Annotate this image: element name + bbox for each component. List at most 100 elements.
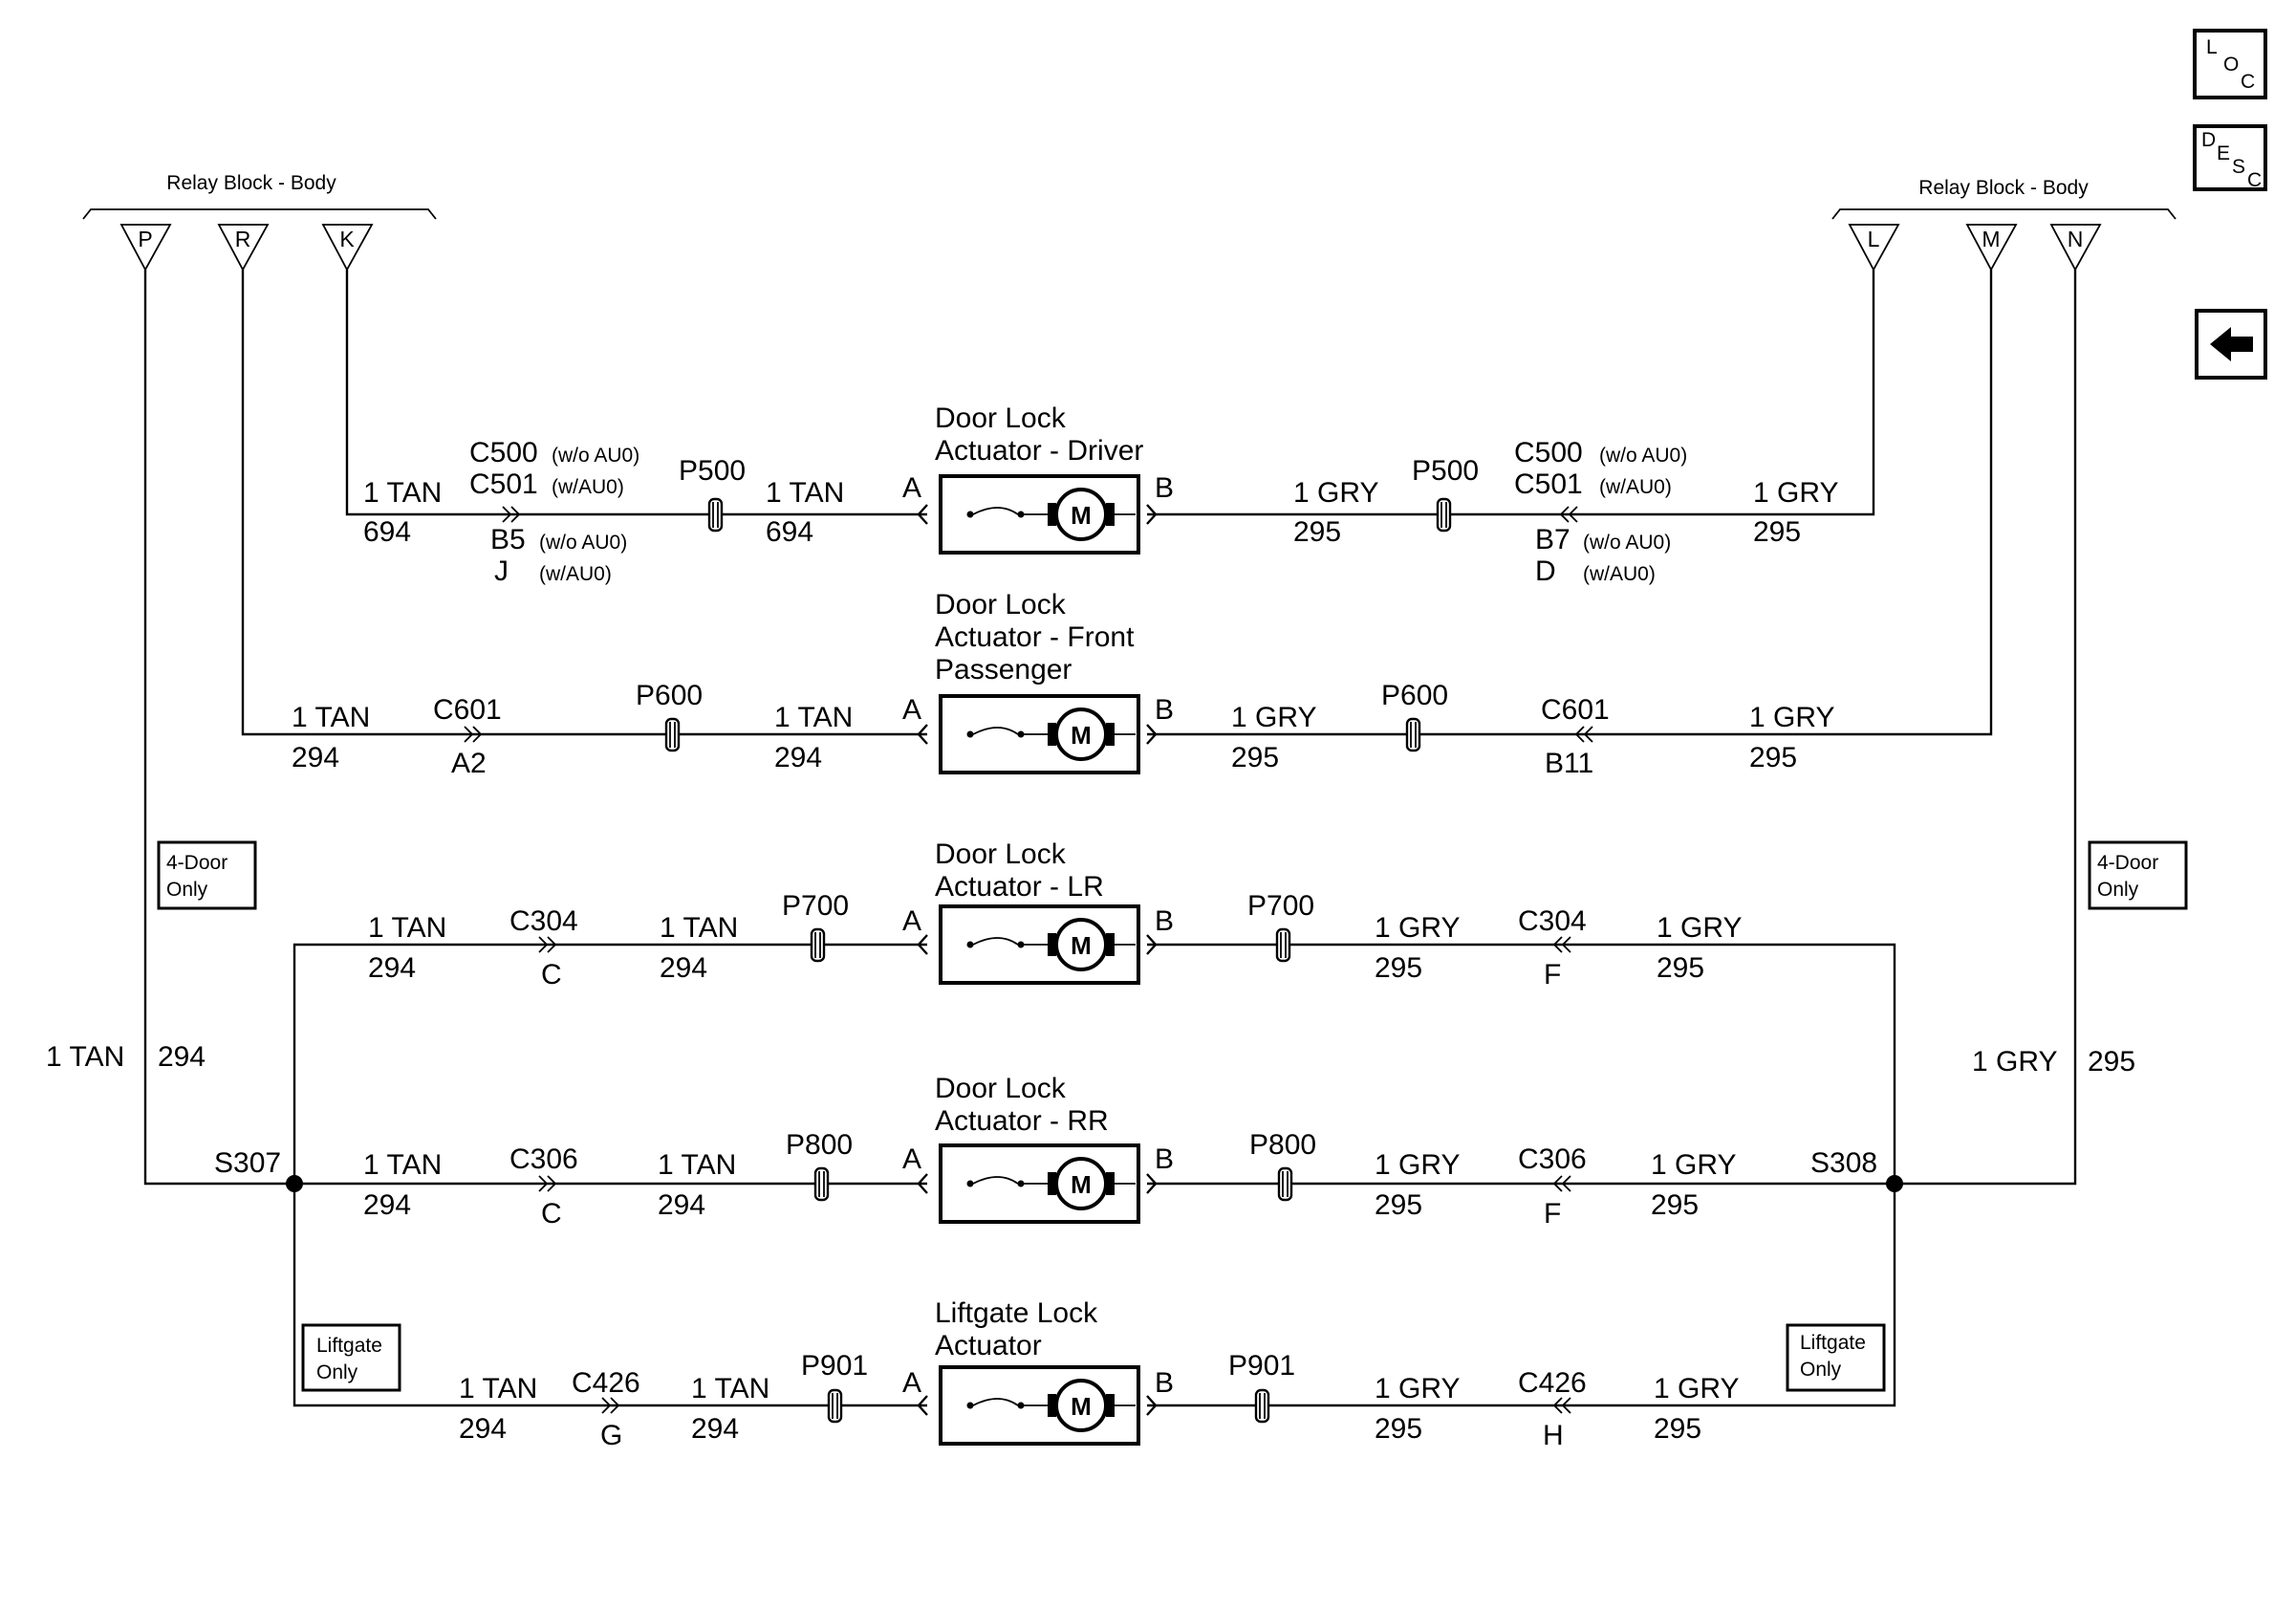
svg-text:P901: P901: [1228, 1350, 1295, 1382]
svg-text:M: M: [1071, 1170, 1092, 1199]
back-button[interactable]: [2195, 309, 2267, 380]
svg-text:M: M: [1982, 227, 2000, 251]
relay-block-right: Relay Block - Body L M N: [1831, 177, 2177, 272]
svg-text:M: M: [1071, 1392, 1092, 1421]
svg-text:1 TAN: 1 TAN: [766, 477, 844, 509]
plug-p600-left: P600: [636, 680, 703, 752]
svg-text:C601: C601: [1541, 694, 1610, 726]
plug-p500-right: P500: [1412, 455, 1479, 533]
svg-text:P700: P700: [782, 890, 849, 922]
svg-text:294: 294: [459, 1413, 507, 1445]
row-liftgate: Liftgate Lock Actuator A B M 1 TAN 294 C…: [459, 1297, 1740, 1451]
loc-button[interactable]: L O C: [2193, 29, 2267, 99]
svg-text:Relay Block - Body: Relay Block - Body: [166, 172, 336, 194]
motor-icon: M: [1054, 1379, 1108, 1432]
svg-text:Actuator - RR: Actuator - RR: [935, 1105, 1109, 1137]
svg-text:1 GRY: 1 GRY: [1375, 912, 1461, 944]
svg-text:(w/AU0): (w/AU0): [539, 563, 612, 585]
svg-text:Only: Only: [166, 879, 208, 901]
svg-text:L: L: [2206, 36, 2218, 58]
svg-text:J: J: [494, 555, 509, 587]
svg-text:295: 295: [1654, 1413, 1701, 1445]
svg-text:294: 294: [368, 952, 416, 984]
connector-c306-left: C306 C: [509, 1143, 578, 1230]
svg-text:P500: P500: [679, 455, 746, 487]
svg-text:Passenger: Passenger: [935, 654, 1072, 686]
motor-icon: M: [1054, 918, 1108, 971]
note-liftgate-left: Liftgate Only: [301, 1323, 401, 1392]
motor-icon: M: [1054, 488, 1108, 541]
splice-s307: S307: [214, 1147, 303, 1192]
svg-text:A: A: [902, 1367, 921, 1399]
svg-text:R: R: [235, 227, 251, 251]
svg-text:B: B: [1155, 905, 1174, 937]
svg-text:F: F: [1544, 1198, 1561, 1230]
connector-c426-left: C426 G: [572, 1367, 640, 1451]
relay-terminal-l: L: [1848, 224, 1900, 272]
svg-text:C601: C601: [433, 694, 502, 726]
svg-text:C500: C500: [1514, 437, 1583, 468]
relay-block-left: Relay Block - Body P R K: [82, 172, 437, 272]
plug-p500-left: P500: [679, 455, 746, 533]
relay-terminal-p: P: [119, 224, 172, 272]
svg-text:C: C: [2241, 71, 2255, 93]
svg-text:295: 295: [1375, 952, 1422, 984]
svg-text:4-Door: 4-Door: [2097, 852, 2158, 874]
actuator-liftgate: Liftgate Lock Actuator A B M: [902, 1297, 1174, 1446]
svg-text:294: 294: [660, 952, 707, 984]
plug-p600-right: P600: [1381, 680, 1448, 752]
svg-text:P800: P800: [786, 1129, 853, 1161]
svg-text:Door Lock: Door Lock: [935, 589, 1067, 620]
svg-text:Actuator: Actuator: [935, 1330, 1042, 1361]
svg-text:1 TAN: 1 TAN: [658, 1149, 736, 1181]
right-trunk-label: 1 GRY 295: [1972, 1046, 2135, 1078]
motor-icon: M: [1054, 1157, 1108, 1210]
svg-text:Liftgate: Liftgate: [316, 1335, 382, 1357]
svg-text:B: B: [1155, 472, 1174, 504]
svg-text:P: P: [138, 227, 152, 251]
svg-text:1 GRY: 1 GRY: [1654, 1373, 1740, 1404]
svg-text:M: M: [1071, 931, 1092, 960]
svg-text:C500: C500: [469, 437, 538, 468]
svg-text:(w/o AU0): (w/o AU0): [552, 445, 639, 467]
svg-text:Door Lock: Door Lock: [935, 838, 1067, 870]
connector-c601-left: C601 A2: [433, 694, 502, 779]
svg-text:Actuator - Front: Actuator - Front: [935, 621, 1135, 653]
desc-button[interactable]: D E S C: [2193, 124, 2267, 191]
svg-text:295: 295: [1375, 1189, 1422, 1221]
left-trunk-label: 1 TAN 294: [46, 1041, 206, 1073]
svg-text:295: 295: [2088, 1046, 2135, 1078]
svg-text:C: C: [541, 959, 562, 991]
connector-c601-right: C601 B11: [1541, 694, 1610, 779]
connector-c426-right: C426 H: [1518, 1367, 1587, 1451]
svg-text:C304: C304: [1518, 905, 1587, 937]
relay-terminal-n: N: [2049, 224, 2102, 272]
svg-text:295: 295: [1293, 516, 1341, 548]
svg-text:G: G: [600, 1420, 622, 1451]
note-4door-right: 4-Door Only: [2088, 840, 2188, 910]
svg-text:(w/AU0): (w/AU0): [552, 476, 624, 498]
svg-text:O: O: [2223, 54, 2239, 76]
svg-text:1 TAN: 1 TAN: [368, 912, 446, 944]
arrow-left-icon: [2210, 327, 2253, 361]
svg-text:P600: P600: [636, 680, 703, 711]
relay-terminal-r: R: [217, 224, 270, 272]
svg-text:Only: Only: [316, 1361, 358, 1383]
svg-text:A: A: [902, 472, 921, 504]
svg-text:S308: S308: [1810, 1147, 1877, 1179]
svg-text:1 GRY: 1 GRY: [1749, 702, 1835, 733]
svg-text:Actuator - Driver: Actuator - Driver: [935, 435, 1143, 467]
svg-text:(w/AU0): (w/AU0): [1599, 476, 1672, 498]
svg-text:B11: B11: [1545, 748, 1593, 779]
svg-text:B7: B7: [1535, 524, 1570, 555]
svg-text:295: 295: [1375, 1413, 1422, 1445]
svg-text:(w/AU0): (w/AU0): [1583, 563, 1656, 585]
svg-text:C306: C306: [1518, 1143, 1587, 1175]
svg-text:295: 295: [1231, 742, 1279, 773]
svg-text:P700: P700: [1247, 890, 1314, 922]
svg-text:H: H: [1543, 1420, 1564, 1451]
actuator-left-rear: Door Lock Actuator - LR A B M: [902, 838, 1174, 985]
svg-text:1 TAN: 1 TAN: [292, 702, 370, 733]
note-4door-left: 4-Door Only: [157, 840, 257, 910]
svg-text:1 TAN: 1 TAN: [774, 702, 853, 733]
